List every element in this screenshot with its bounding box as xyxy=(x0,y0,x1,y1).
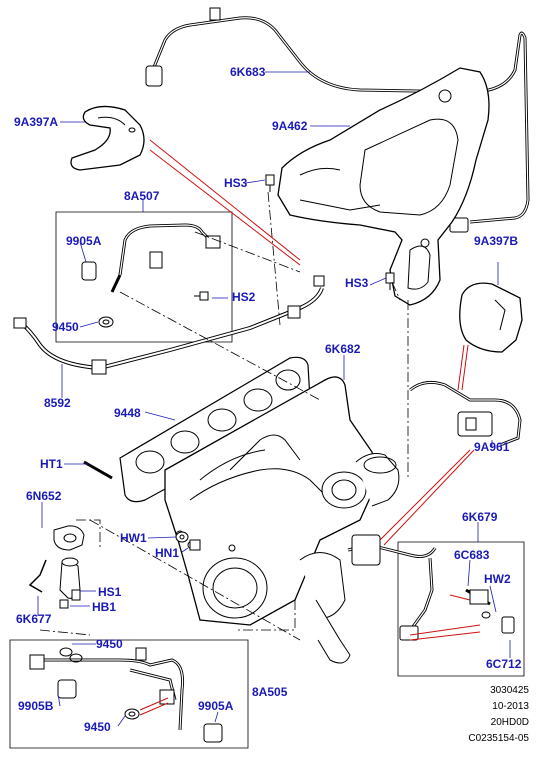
label-hs3-upper: HS3 xyxy=(224,176,248,190)
label-hw1: HW1 xyxy=(120,531,147,545)
label-6c712: 6C712 xyxy=(486,657,522,671)
reference-line-2: 10-2013 xyxy=(492,701,529,712)
label-9905a-bottom: 9905A xyxy=(198,699,234,713)
label-9a462: 9A462 xyxy=(272,119,308,133)
label-hs2: HS2 xyxy=(232,290,256,304)
label-9450-bottom: 9450 xyxy=(84,720,111,734)
label-hw2: HW2 xyxy=(484,572,511,586)
assembly-centerlines xyxy=(39,191,409,641)
label-9905a-top: 9905A xyxy=(66,234,102,248)
label-ht1: HT1 xyxy=(40,457,63,471)
washer-hw1 xyxy=(175,531,189,543)
reference-line-4: C0235154-05 xyxy=(468,733,529,744)
heat-shield-9a397a xyxy=(70,105,145,171)
stud-ht1 xyxy=(83,460,113,480)
label-9a397b: 9A397B xyxy=(474,234,519,248)
label-6n652: 6N652 xyxy=(26,489,62,503)
label-9a397a: 9A397A xyxy=(14,115,59,129)
label-9450-top: 9450 xyxy=(52,320,79,334)
bolt-hs3-upper xyxy=(265,174,275,192)
label-9905b: 9905B xyxy=(18,699,54,713)
label-hn1: HN1 xyxy=(155,546,180,560)
label-9448: 9448 xyxy=(114,406,141,420)
oil-feed-tube-6k683 xyxy=(145,7,530,233)
reference-line-1: 3030425 xyxy=(490,685,529,696)
label-hb1: HB1 xyxy=(92,600,117,614)
red-reference-lines xyxy=(139,139,481,716)
label-8a505: 8A505 xyxy=(252,685,288,699)
vacuum-solenoid-9a961 xyxy=(409,380,522,447)
label-leader-lines xyxy=(37,71,511,727)
label-9a961: 9A961 xyxy=(474,440,510,454)
box-8a505 xyxy=(9,639,249,749)
box-8a507 xyxy=(55,211,233,343)
nut-hn1 xyxy=(189,539,201,551)
label-hs3-lower: HS3 xyxy=(345,276,369,290)
label-6c683: 6C683 xyxy=(454,548,490,562)
turbo-manifold-6k682 xyxy=(164,376,400,664)
bolt-hs2 xyxy=(194,291,209,301)
coolant-hose-8592 xyxy=(13,275,325,375)
label-9450-mid: 9450 xyxy=(96,637,123,651)
oil-return-6n652 xyxy=(28,525,85,609)
heat-shield-9a397b xyxy=(459,282,523,353)
label-6k683: 6K683 xyxy=(230,65,266,79)
label-hs1: HS1 xyxy=(98,585,122,599)
label-6k679: 6K679 xyxy=(462,510,498,524)
label-8592: 8592 xyxy=(44,396,71,410)
label-6k677: 6K677 xyxy=(16,612,52,626)
reference-line-3: 20HD0D xyxy=(490,717,529,728)
label-8a507: 8A507 xyxy=(124,189,160,203)
box-6k679 xyxy=(347,534,525,677)
heat-shield-9a462 xyxy=(277,67,490,306)
label-6k682: 6K682 xyxy=(325,342,361,356)
